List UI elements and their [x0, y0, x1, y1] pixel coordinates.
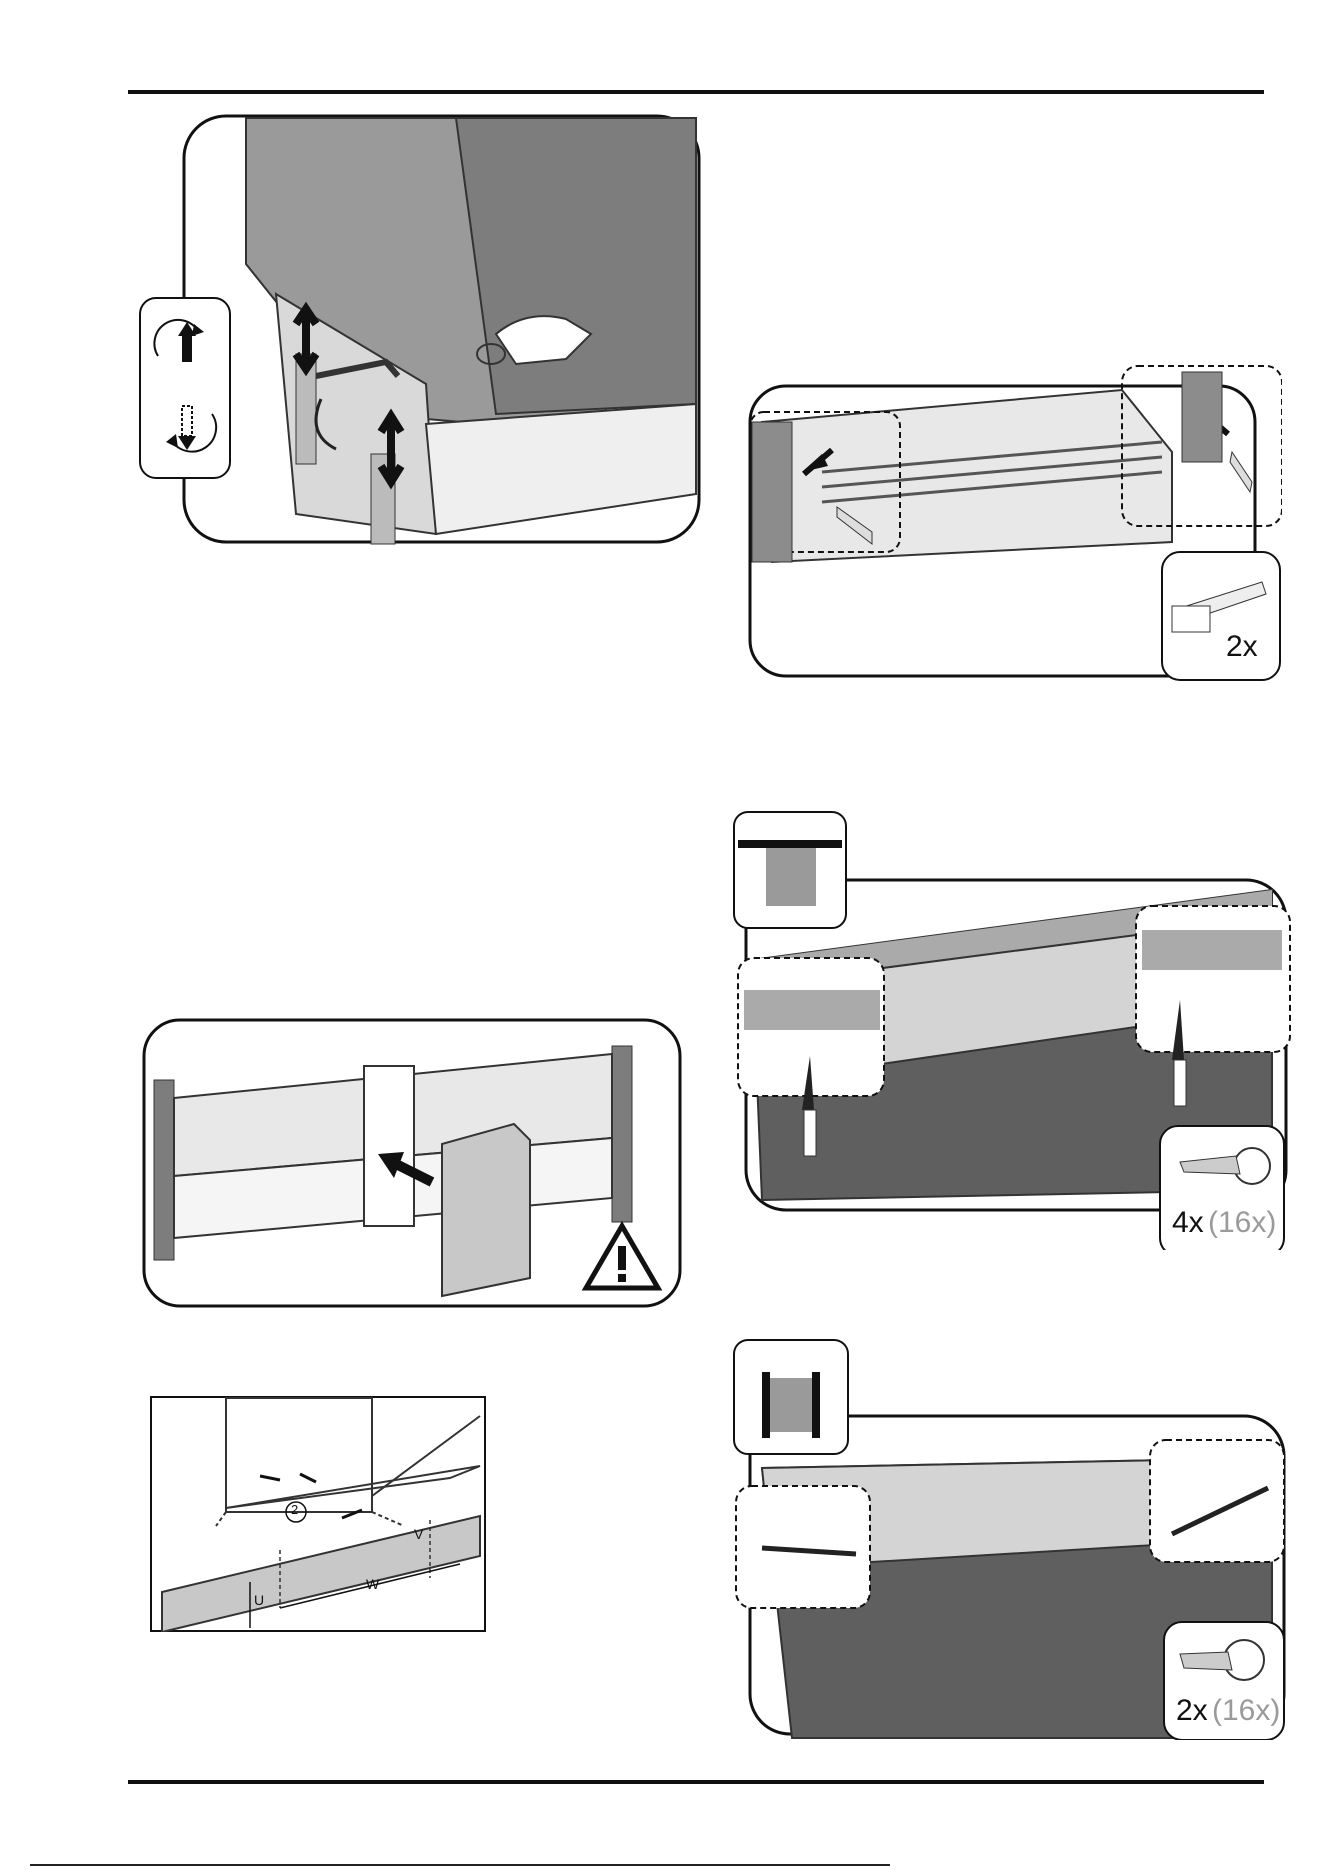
- bracket-count-label: 2x: [1226, 630, 1258, 664]
- dim-v-label: V: [414, 1526, 423, 1542]
- top-rule: [128, 90, 1264, 94]
- rotation-legend: [138, 296, 232, 480]
- dim-u-label: U: [254, 1592, 264, 1608]
- top-screw-count-secondary: (16x): [1208, 1206, 1276, 1240]
- side-screw-count-primary: 2x: [1176, 1694, 1208, 1728]
- side-screw-count-secondary: (16x): [1212, 1694, 1280, 1728]
- top-screw-count-primary: 4x: [1172, 1206, 1204, 1240]
- bracket-insert-illustration: 2x: [742, 362, 1282, 682]
- plinth-warning-illustration: [142, 1018, 682, 1308]
- callout-number: 2: [291, 1502, 298, 1517]
- bottom-rule: [128, 1780, 1264, 1784]
- footer-line: [30, 1864, 890, 1866]
- side-screw-illustration: 2x (16x): [732, 1338, 1292, 1740]
- dim-w-label: W: [366, 1576, 379, 1592]
- plinth-dimensions-illustration: 2 U V W: [150, 1396, 486, 1632]
- top-screw-illustration: 4x (16x): [732, 810, 1292, 1250]
